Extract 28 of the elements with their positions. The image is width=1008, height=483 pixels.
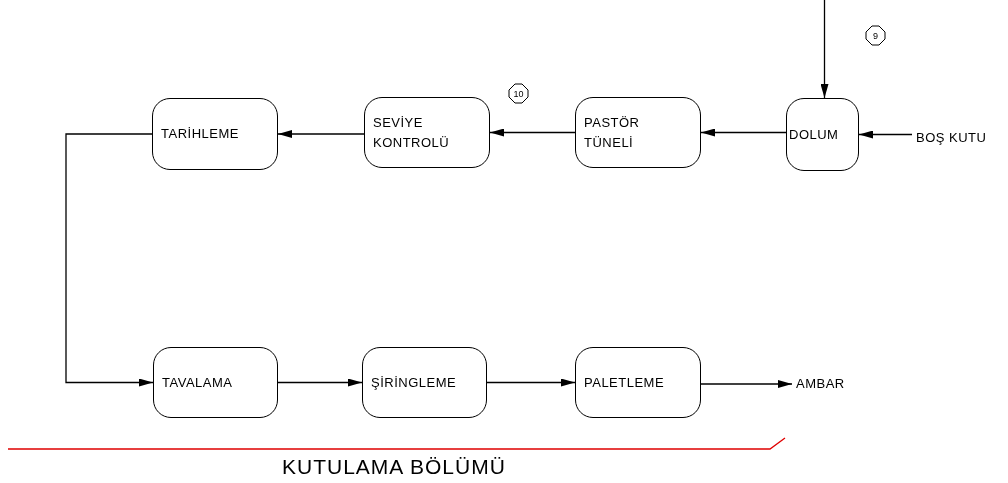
node-label: BOŞ KUTU xyxy=(916,129,987,147)
node-label: ŞİRİNGLEME xyxy=(371,373,457,392)
process-box xyxy=(786,98,859,171)
node-label: DOLUM xyxy=(789,125,839,144)
node-label: TAVALAMA xyxy=(162,373,233,392)
process-box xyxy=(364,97,490,168)
process-box xyxy=(575,347,701,418)
callout-number: 9 xyxy=(865,25,886,46)
callout-number: 10 xyxy=(508,83,529,104)
arrow xyxy=(700,380,793,388)
arrow xyxy=(277,378,363,387)
arrow xyxy=(489,128,576,137)
arrow xyxy=(486,378,576,387)
node-label: AMBAR xyxy=(796,375,845,393)
node-label: SEVİYE KONTROLÜ xyxy=(373,113,451,152)
arrow xyxy=(277,130,365,138)
caption: KUTULAMA BÖLÜMÜ xyxy=(282,455,506,479)
arrow xyxy=(700,128,787,137)
arrow xyxy=(65,133,154,387)
process-box xyxy=(152,98,278,170)
process-box xyxy=(575,97,701,168)
arrow xyxy=(858,130,913,139)
node-label: PALETLEME xyxy=(584,373,665,392)
arrow xyxy=(820,0,829,99)
node-label: TARİHLEME xyxy=(161,125,239,143)
process-box xyxy=(153,347,278,418)
process-box xyxy=(362,347,487,418)
node-label: PASTÖR TÜNELİ xyxy=(584,113,641,152)
